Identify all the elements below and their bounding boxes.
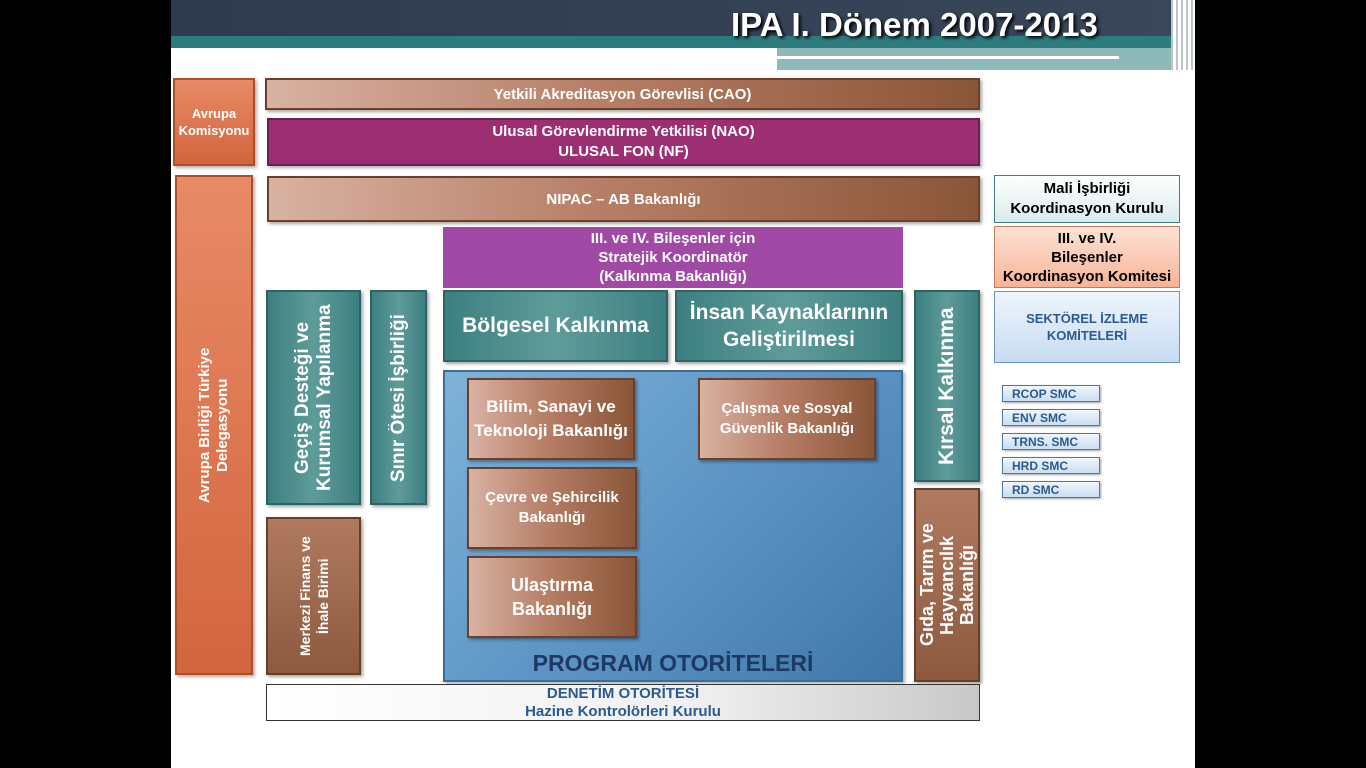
sectoral-monitoring-line-2: KOMİTELERİ: [1046, 328, 1128, 343]
header-light-stripe: [777, 48, 1195, 70]
eu-delegation-label: Avrupa Birliği Türkiye Delegasyonu: [196, 347, 231, 503]
eu-delegation-box: Avrupa Birliği Türkiye Delegasyonu: [175, 175, 253, 675]
smc-rd: RD SMC: [1002, 481, 1100, 498]
strategic-coordinator-box: III. ve IV. Bileşenler için Stratejik Ko…: [443, 227, 903, 288]
cfcu-label: Merkezi Finans ve İhale Birimi: [296, 536, 331, 656]
sectoral-monitoring-box: SEKTÖREL İZLEME KOMİTELERİ: [994, 291, 1180, 363]
european-commission-box: Avrupa Komisyonu: [173, 78, 255, 166]
national-fund-label: ULUSAL FON (NF): [558, 143, 689, 160]
european-commission-label: Avrupa Komisyonu: [178, 106, 250, 138]
financial-cooperation-line-2: Koordinasyon Kurulu: [1010, 200, 1164, 217]
agriculture-ministry-box: Gıda, Tarım ve Hayvancılık Bakanlığı: [914, 488, 980, 682]
audit-authority-title: DENETİM OTORİTESİ: [546, 684, 700, 702]
cao-label: Yetkili Akreditasyon Görevlisi (CAO): [493, 85, 752, 103]
sectoral-monitoring-line-1: SEKTÖREL İZLEME: [1026, 311, 1148, 326]
smc-rcop: RCOP SMC: [1002, 385, 1100, 402]
environment-ministry-box: Çevre ve Şehircilik Bakanlığı: [467, 467, 637, 549]
coordination-line-3: Koordinasyon Komitesi: [1002, 267, 1172, 285]
nipac-label: NIPAC – AB Bakanlığı: [546, 190, 701, 208]
agriculture-ministry-label: Gıda, Tarım ve Hayvancılık Bakanlığı: [917, 523, 977, 647]
regional-development-box: Bölgesel Kalkınma: [443, 290, 668, 362]
financial-cooperation-line-1: Mali İşbirliği: [1043, 180, 1131, 197]
rural-development-label: Kırsal Kalkınma: [935, 307, 958, 465]
crossborder-component-box: Sınır Ötesi İşbirliği: [370, 290, 427, 505]
transport-ministry-box: Ulaştırma Bakanlığı: [467, 556, 637, 638]
audit-authority-subtitle: Hazine Kontrolörleri Kurulu: [525, 702, 721, 720]
smc-env: ENV SMC: [1002, 409, 1100, 426]
strategic-line-1: III. ve IV. Bileşenler için: [590, 230, 756, 247]
transition-component-box: Geçiş Desteği ve Kurumsal Yapılanma: [266, 290, 361, 505]
coordination-line-1: III. ve IV.: [1057, 229, 1117, 247]
regional-development-label: Bölgesel Kalkınma: [462, 314, 649, 337]
smc-hrd: HRD SMC: [1002, 457, 1100, 474]
header-deco-bars: [1171, 0, 1195, 70]
nao-label: Ulusal Görevlendirme Yetkilisi (NAO): [492, 123, 755, 140]
financial-cooperation-box: Mali İşbirliği Koordinasyon Kurulu: [994, 175, 1180, 223]
strategic-line-3: (Kalkınma Bakanlığı): [599, 268, 747, 285]
transition-component-label: Geçiş Desteği ve Kurumsal Yapılanma: [291, 304, 335, 491]
cfcu-box: Merkezi Finans ve İhale Birimi: [266, 517, 361, 675]
slide: IPA I. Dönem 2007-2013 Avrupa Komisyonu …: [171, 0, 1195, 768]
rural-development-box: Kırsal Kalkınma: [914, 290, 980, 482]
header-white-line: [777, 56, 1119, 59]
coordination-committee-box: III. ve IV. Bileşenler Koordinasyon Komi…: [994, 226, 1180, 288]
hrd-component-label: İnsan Kaynaklarının Geliştirilmesi: [689, 301, 889, 351]
audit-authority-box: DENETİM OTORİTESİ Hazine Kontrolörleri K…: [266, 684, 980, 721]
page-title: IPA I. Dönem 2007-2013: [731, 6, 1098, 43]
cao-box: Yetkili Akreditasyon Görevlisi (CAO): [265, 78, 980, 110]
header-stripe: [171, 36, 1195, 48]
environment-ministry-label: Çevre ve Şehircilik Bakanlığı: [485, 489, 619, 526]
science-ministry-box: Bilim, Sanayi ve Teknoloji Bakanlığı: [467, 378, 635, 460]
coordination-line-2: Bileşenler: [1051, 248, 1123, 266]
science-ministry-label: Bilim, Sanayi ve Teknoloji Bakanlığı: [474, 397, 628, 440]
header-band: [171, 0, 1195, 36]
labour-ministry-box: Çalışma ve Sosyal Güvenlik Bakanlığı: [698, 378, 876, 460]
hrd-component-box: İnsan Kaynaklarının Geliştirilmesi: [675, 290, 903, 362]
smc-transport: TRNS. SMC: [1002, 433, 1100, 450]
transport-ministry-label: Ulaştırma Bakanlığı: [510, 575, 594, 619]
labour-ministry-label: Çalışma ve Sosyal Güvenlik Bakanlığı: [719, 400, 855, 437]
nao-box: Ulusal Görevlendirme Yetkilisi (NAO) ULU…: [267, 118, 980, 166]
crossborder-component-label: Sınır Ötesi İşbirliği: [387, 313, 409, 482]
strategic-line-2: Stratejik Koordinatör: [598, 249, 748, 266]
program-authorities-label: PROGRAM OTORİTELERİ: [532, 649, 814, 676]
nipac-box: NIPAC – AB Bakanlığı: [267, 176, 980, 222]
